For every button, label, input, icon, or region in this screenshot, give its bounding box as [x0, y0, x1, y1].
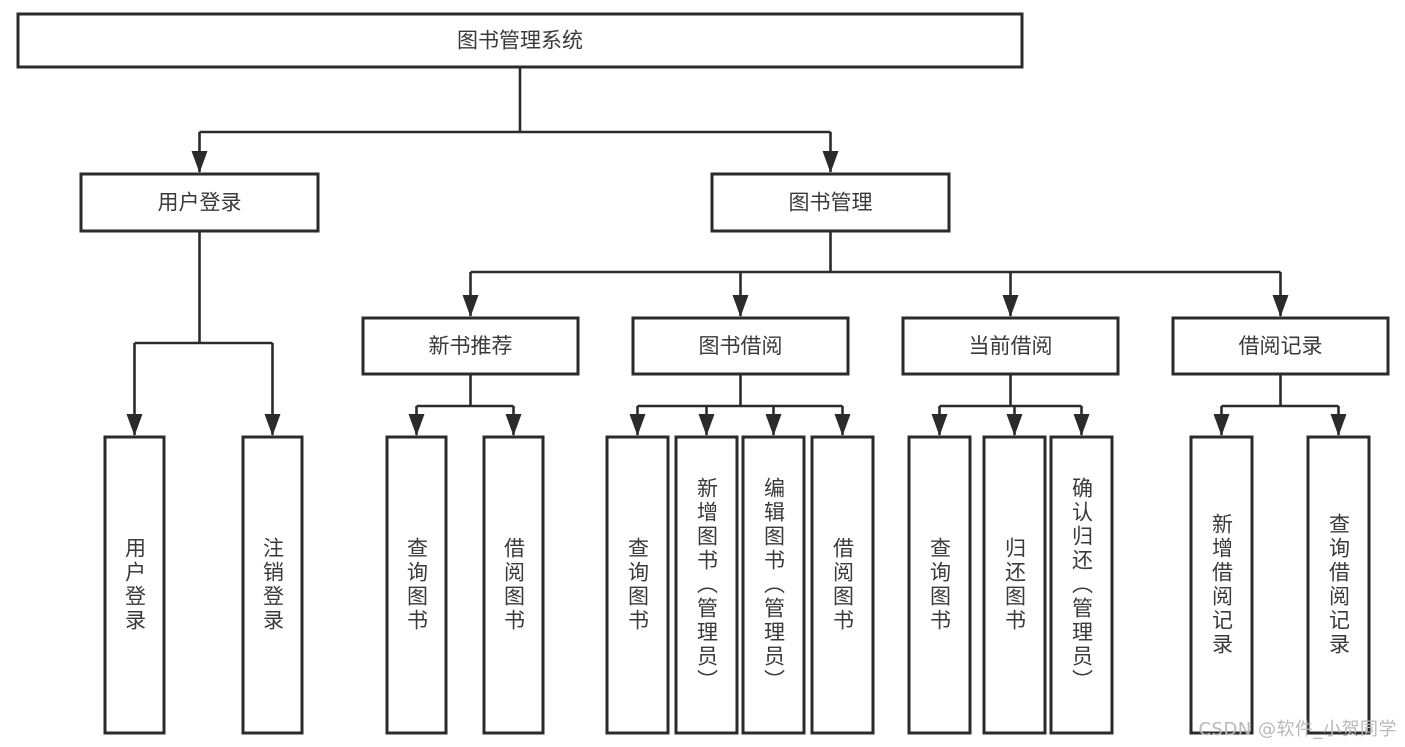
node-leaf-8-box[interactable] [907, 435, 972, 735]
node-l3-3[interactable]: 借阅记录 [1171, 316, 1390, 376]
node-leaf-11-label: 新增借阅记录 [1210, 513, 1234, 657]
node-l3-1-box[interactable] [631, 316, 850, 376]
arrow-head-icon-l2-to-l3-2 [1002, 295, 1019, 317]
node-leaf-5-box[interactable] [674, 435, 739, 735]
node-l3-0-box[interactable] [361, 316, 580, 376]
node-leaf-6[interactable]: 编辑图书（管理员） [741, 435, 806, 735]
node-l3-3-box[interactable] [1171, 316, 1390, 376]
node-leaf-7-label: 借阅图书 [831, 537, 855, 633]
node-leaf-7-box[interactable] [810, 435, 875, 735]
node-l2-1-label: 图书管理 [789, 191, 873, 215]
arrow-head-icon-l2-to-l3-1 [732, 295, 749, 317]
node-leaf-8[interactable]: 查询图书 [907, 435, 972, 735]
node-leaf-9[interactable]: 归还图书 [982, 435, 1047, 735]
node-leaf-3[interactable]: 借阅图书 [482, 435, 545, 735]
node-leaf-0[interactable]: 用户登录 [103, 435, 166, 735]
node-leaf-5-label: 新增图书（管理员） [695, 477, 719, 693]
arrow-head-icon-l2-to-l3-0 [462, 295, 479, 317]
node-leaf-6-label: 编辑图书（管理员） [762, 477, 786, 693]
node-leaf-1-label: 注销登录 [261, 537, 285, 633]
arrow-head-icon-borrow-leaf-3 [834, 414, 851, 436]
node-leaf-10[interactable]: 确认归还（管理员） [1049, 435, 1114, 735]
node-leaf-9-label: 归还图书 [1003, 537, 1027, 633]
node-l3-3-label: 借阅记录 [1239, 334, 1323, 358]
node-layer: 图书管理系统用户登录图书管理新书推荐图书借阅当前借阅借阅记录用户登录注销登录查询… [16, 12, 1390, 735]
node-l2-0-box[interactable] [79, 172, 320, 233]
node-leaf-5[interactable]: 新增图书（管理员） [674, 435, 739, 735]
node-leaf-3-label: 借阅图书 [502, 537, 526, 633]
node-leaf-12[interactable]: 查询借阅记录 [1306, 435, 1371, 735]
node-leaf-6-box[interactable] [741, 435, 806, 735]
node-leaf-4[interactable]: 查询图书 [605, 435, 670, 735]
arrow-head-icon-root-to-l2-1 [822, 151, 839, 173]
node-l3-2-box[interactable] [901, 316, 1120, 376]
node-l2-1[interactable]: 图书管理 [710, 172, 951, 233]
arrow-head-icon-current-leaf-1 [1006, 414, 1023, 436]
arrow-head-icon-record-leaf-1 [1330, 414, 1347, 436]
arrow-head-icon-record-leaf-0 [1213, 414, 1230, 436]
node-l2-1-box[interactable] [710, 172, 951, 233]
node-leaf-3-box[interactable] [482, 435, 545, 735]
arrow-head-icon-l2-to-l3-3 [1272, 295, 1289, 317]
node-leaf-1-box[interactable] [241, 435, 304, 735]
arrow-head-icon-current-leaf-2 [1073, 414, 1090, 436]
arrow-head-icon-borrow-leaf-2 [765, 414, 782, 436]
node-leaf-8-label: 查询图书 [928, 537, 952, 633]
node-leaf-12-label: 查询借阅记录 [1327, 513, 1351, 657]
node-root-box[interactable] [16, 12, 1024, 69]
node-leaf-9-box[interactable] [982, 435, 1047, 735]
node-l3-0-label: 新书推荐 [429, 334, 513, 358]
arrow-head-icon-newbook-leaf-1 [505, 414, 522, 436]
node-leaf-11-box[interactable] [1189, 435, 1254, 735]
csdn-watermark: CSDN @软件_小贺同学 [1198, 719, 1397, 740]
node-leaf-2-box[interactable] [385, 435, 448, 735]
node-leaf-10-box[interactable] [1049, 435, 1114, 735]
node-leaf-4-box[interactable] [605, 435, 670, 735]
node-leaf-2-label: 查询图书 [405, 537, 429, 633]
node-leaf-11[interactable]: 新增借阅记录 [1189, 435, 1254, 735]
arrow-head-icon-login-leaf-0 [126, 414, 143, 436]
node-leaf-0-box[interactable] [103, 435, 166, 735]
node-leaf-1[interactable]: 注销登录 [241, 435, 304, 735]
node-leaf-7[interactable]: 借阅图书 [810, 435, 875, 735]
arrow-head-icon-borrow-leaf-1 [698, 414, 715, 436]
arrow-head-icon-borrow-leaf-0 [629, 414, 646, 436]
node-leaf-4-label: 查询图书 [626, 537, 650, 633]
node-leaf-10-label: 确认归还（管理员） [1070, 477, 1094, 693]
node-root[interactable]: 图书管理系统 [16, 12, 1024, 69]
arrow-head-icon-login-leaf-1 [264, 414, 281, 436]
node-l3-2-label: 当前借阅 [969, 334, 1053, 358]
node-leaf-2[interactable]: 查询图书 [385, 435, 448, 735]
connector-layer [126, 67, 1347, 436]
node-leaf-12-box[interactable] [1306, 435, 1371, 735]
arrow-head-icon-current-leaf-0 [931, 414, 948, 436]
node-l3-1-label: 图书借阅 [699, 334, 783, 358]
arrow-head-icon-newbook-leaf-0 [408, 414, 425, 436]
node-l2-0-label: 用户登录 [158, 191, 242, 215]
node-l3-2[interactable]: 当前借阅 [901, 316, 1120, 376]
node-l3-0[interactable]: 新书推荐 [361, 316, 580, 376]
node-leaf-0-label: 用户登录 [123, 537, 147, 633]
node-l3-1[interactable]: 图书借阅 [631, 316, 850, 376]
node-l2-0[interactable]: 用户登录 [79, 172, 320, 233]
arrow-head-icon-root-to-l2-0 [191, 151, 208, 173]
node-root-label: 图书管理系统 [457, 29, 583, 53]
